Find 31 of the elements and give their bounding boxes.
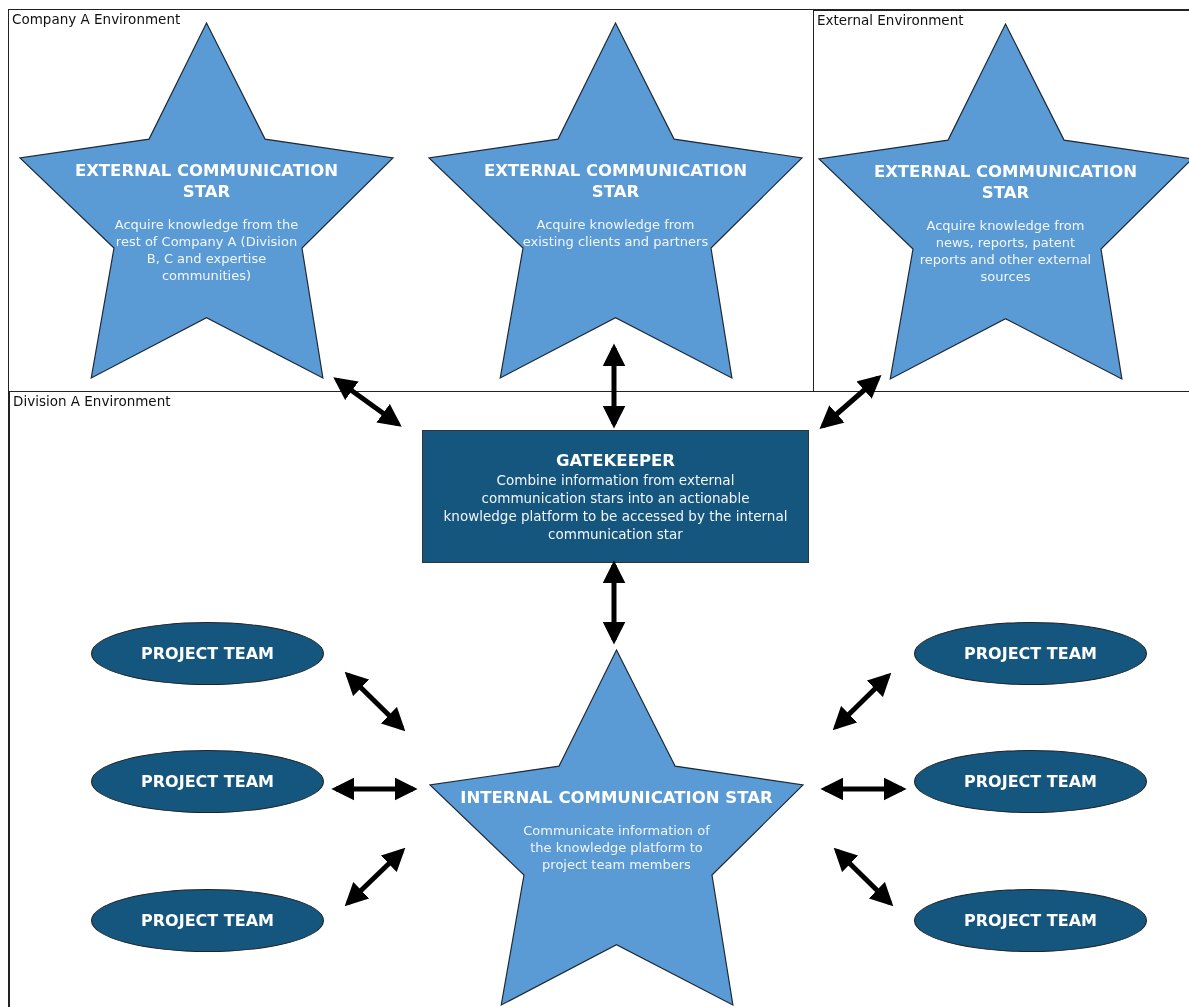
ellipse-label: PROJECT TEAM <box>141 644 274 663</box>
gatekeeper-box <box>422 430 809 563</box>
ellipse-label: PROJECT TEAM <box>141 772 274 791</box>
region-label: Company A Environment <box>12 11 181 27</box>
ellipse-label: PROJECT TEAM <box>141 911 274 930</box>
double-arrow <box>819 375 882 429</box>
double-arrow <box>833 847 894 907</box>
star-description: Acquire knowledge from the rest of Company A (Division B, C and expertise communities) <box>113 215 300 284</box>
star-title: EXTERNAL COMMUNICATION STAR <box>73 159 340 202</box>
region-label: Division A Environment <box>13 393 171 409</box>
double-arrow <box>344 847 406 907</box>
star-title: EXTERNAL COMMUNICATION STAR <box>872 160 1139 203</box>
region-label: External Environment <box>817 12 964 28</box>
star-title: INTERNAL COMMUNICATION STAR <box>459 786 774 808</box>
double-arrow <box>820 777 907 801</box>
star-description: Communicate information of the knowledge platform to project team members <box>522 821 711 873</box>
star-description: Acquire knowledge from existing clients and partners <box>521 215 710 250</box>
environment-region <box>8 9 1189 1007</box>
star-description: Acquire knowledge from news, reports, patent reports and other external sources <box>918 216 1093 285</box>
double-arrow <box>333 377 402 427</box>
double-arrow <box>331 777 418 801</box>
double-arrow <box>832 672 892 731</box>
box-title: GATEKEEPER <box>556 450 675 471</box>
double-arrow <box>602 560 626 645</box>
ellipse-label: PROJECT TEAM <box>964 772 1097 791</box>
double-arrow <box>344 671 406 732</box>
ellipse-label: PROJECT TEAM <box>964 911 1097 930</box>
box-description: Combine information from external communication stars into an actionable knowledge platform to be accessed by the internal communication star <box>442 471 789 543</box>
ellipse-label: PROJECT TEAM <box>964 644 1097 663</box>
star-title: EXTERNAL COMMUNICATION STAR <box>482 159 749 202</box>
double-arrow <box>602 343 626 429</box>
